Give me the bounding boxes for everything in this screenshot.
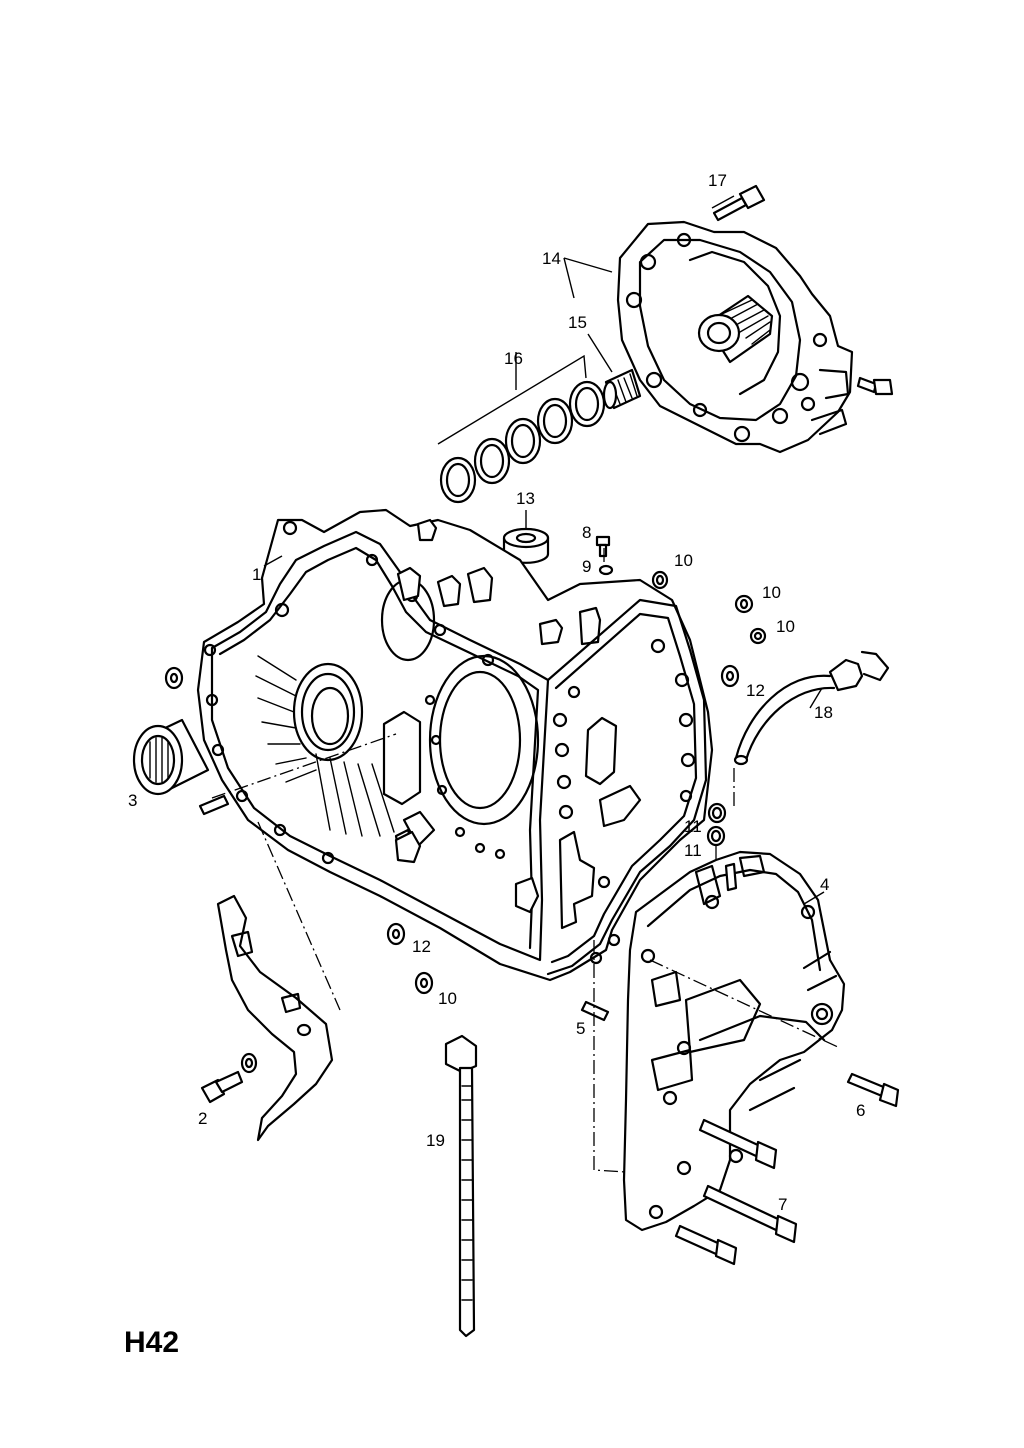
part-19-cable-tie	[444, 1034, 478, 1338]
part-7-bolt	[674, 1118, 798, 1266]
callout-13: 13	[516, 489, 535, 508]
leader-lines	[263, 195, 825, 905]
callout-6: 6	[856, 1101, 865, 1120]
part-6-bolt	[846, 1072, 900, 1108]
callout-11: 11	[684, 817, 702, 836]
callout-7: 7	[778, 1195, 787, 1214]
part-4-side-cover	[622, 850, 846, 1232]
callout-19: 19	[426, 1131, 445, 1150]
part-17-bolt	[712, 184, 766, 222]
callout-5: 5	[576, 1019, 585, 1038]
callout-10: 10	[674, 551, 693, 570]
callout-17: 17	[708, 171, 727, 190]
part-1-transmission-housing	[196, 508, 714, 982]
callout-8: 8	[582, 523, 591, 542]
part-14-cover-bolt	[856, 376, 894, 396]
part-14-rear-cover	[616, 220, 854, 454]
callout-18: 18	[814, 703, 833, 722]
page-code: H42	[124, 1326, 179, 1359]
callout-14: 14	[542, 249, 561, 268]
dowel-pin	[198, 794, 230, 816]
callout-2: 2	[198, 1109, 207, 1128]
alignment-lines	[211, 548, 841, 1173]
callout-15: 15	[568, 313, 587, 332]
part-2-shield	[216, 894, 334, 1142]
part-12-sleeve	[386, 664, 740, 946]
part-2-bolt	[200, 1052, 258, 1104]
callout-10: 10	[776, 617, 795, 636]
callout-12: 12	[412, 937, 431, 956]
part-16-shim-rings	[439, 380, 606, 504]
callout-11: 11	[684, 841, 702, 860]
part-13-bearing	[502, 527, 550, 564]
part-5-pin	[580, 1000, 610, 1022]
part-3-seal	[132, 718, 210, 796]
callout-9: 9	[582, 557, 591, 576]
callout-10: 10	[762, 583, 781, 602]
callout-10: 10	[438, 989, 457, 1008]
part-10-sleeve	[164, 570, 767, 995]
part-11-ring	[706, 802, 727, 847]
callout-labels: 17 14 15 16 13 8 9 10 10 10 12 1 3 11 11…	[128, 171, 865, 1214]
part-8-bolt	[595, 535, 611, 558]
callout-1: 1	[252, 565, 261, 584]
callout-16: 16	[504, 349, 523, 368]
part-18-hose	[733, 650, 890, 766]
part-15-needle-bearing	[602, 368, 642, 410]
callout-12: 12	[746, 681, 765, 700]
part-9-washer	[598, 564, 614, 576]
callout-3: 3	[128, 791, 137, 810]
callout-4: 4	[820, 875, 829, 894]
